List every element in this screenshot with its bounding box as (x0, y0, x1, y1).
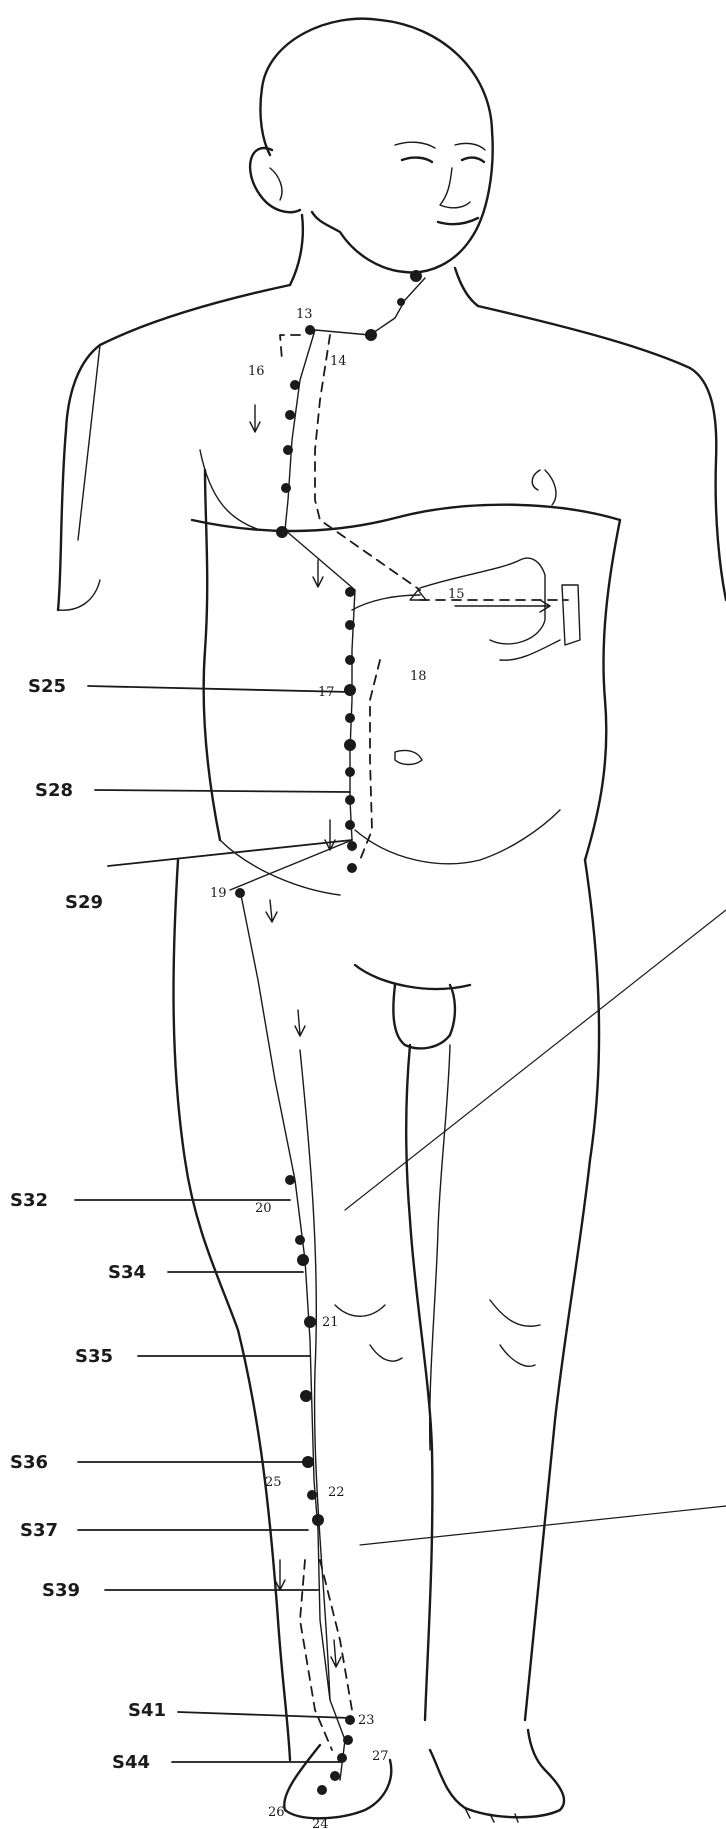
acupoint (305, 325, 315, 335)
acupoint (365, 329, 377, 341)
label-s41: S41 (128, 1700, 166, 1721)
number-23: 23 (358, 1713, 375, 1728)
acupoint (330, 1771, 340, 1781)
acupoint (343, 1735, 353, 1745)
acupoint (345, 1715, 355, 1725)
leader-s29 (108, 840, 352, 866)
acupoint (300, 1390, 312, 1402)
leader-s25 (88, 686, 350, 692)
leader-lines (75, 686, 726, 1762)
acupoint (344, 739, 356, 751)
label-s34: S34 (108, 1262, 146, 1283)
number-27: 27 (372, 1749, 389, 1764)
acupoint (317, 1785, 327, 1795)
number-17: 17 (318, 685, 335, 700)
acupoint (276, 526, 288, 538)
acupoint (285, 410, 295, 420)
acupoint (285, 1175, 295, 1185)
label-s32: S32 (10, 1190, 48, 1211)
acupoint (307, 1490, 317, 1500)
point-numbers: 13 16 14 15 18 17 19 20 21 25 22 23 27 2… (210, 307, 465, 1829)
point-labels: S25 S28 S29 S32 S34 S35 S36 S37 S39 S41 … (10, 676, 166, 1773)
number-14: 14 (330, 354, 347, 369)
label-s44: S44 (112, 1752, 150, 1773)
acupoint (410, 270, 422, 282)
acupoint (397, 298, 405, 306)
number-25: 25 (265, 1475, 282, 1490)
acupoint (295, 1235, 305, 1245)
acupoint (345, 820, 355, 830)
acupoints (235, 270, 422, 1795)
acupoint (344, 684, 356, 696)
acupoint (345, 587, 355, 597)
number-22: 22 (328, 1485, 345, 1500)
acupoint (297, 1254, 309, 1266)
acupoint (312, 1514, 324, 1526)
acupoint (281, 483, 291, 493)
number-26: 26 (268, 1805, 285, 1820)
acupoint (345, 795, 355, 805)
label-s36: S36 (10, 1452, 48, 1473)
label-s39: S39 (42, 1580, 80, 1601)
label-s29: S29 (65, 892, 103, 913)
number-18: 18 (410, 669, 427, 684)
number-21: 21 (322, 1315, 339, 1330)
acupoint (347, 863, 357, 873)
number-19: 19 (210, 886, 227, 901)
acupoint (345, 713, 355, 723)
acupoint (345, 620, 355, 630)
acupoint (304, 1316, 316, 1328)
label-s37: S37 (20, 1520, 58, 1541)
body-outline (58, 19, 726, 1822)
leader-s28 (95, 790, 350, 792)
acupoint (347, 841, 357, 851)
acupoint (235, 888, 245, 898)
acupoint (345, 767, 355, 777)
label-s25: S25 (28, 676, 66, 697)
label-s28: S28 (35, 780, 73, 801)
leader-diagonal-upper (345, 910, 726, 1210)
acupoint (283, 445, 293, 455)
number-24: 24 (312, 1817, 329, 1829)
label-s35: S35 (75, 1346, 113, 1367)
number-20: 20 (255, 1201, 272, 1216)
acupoint (345, 655, 355, 665)
number-13: 13 (296, 307, 313, 322)
acupoint (290, 380, 300, 390)
number-15: 15 (448, 587, 465, 602)
leader-s41 (178, 1712, 350, 1718)
number-16: 16 (248, 364, 265, 379)
meridian-paths (230, 278, 580, 1780)
